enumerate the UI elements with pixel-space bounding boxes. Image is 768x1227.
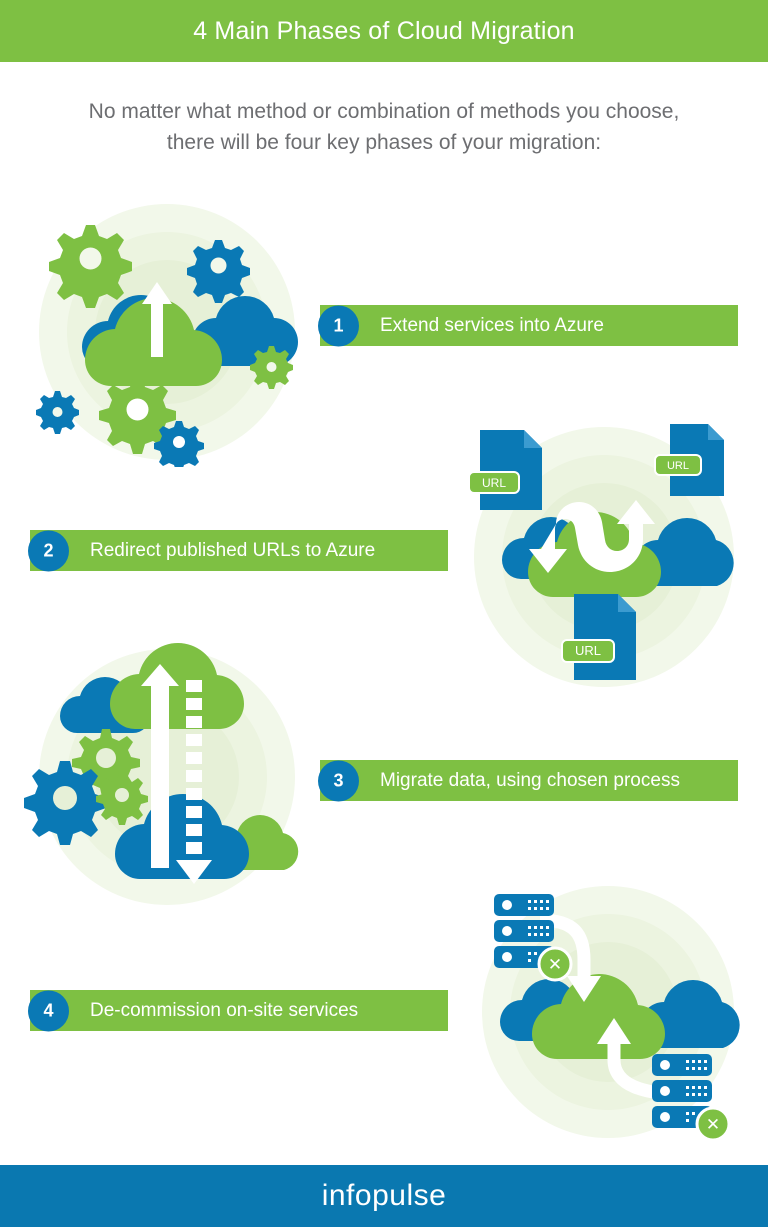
gear-icon-green-small-right (250, 346, 293, 389)
upload-arrow-icon (142, 282, 172, 357)
step-label-4: De-commission on-site services (90, 999, 359, 1021)
download-arrow-dashed-icon (176, 680, 212, 884)
intro-paragraph: No matter what method or combination of … (40, 96, 728, 158)
blue-cloud-bottom (115, 793, 250, 879)
infopulse-logo[interactable]: infopulse (321, 1179, 447, 1212)
intro-line-2: there will be four key phases of your mi… (166, 131, 602, 154)
illustration-cloud-redirect-urls: URL URL URL (468, 424, 734, 687)
arrow-up-head-icon (597, 1018, 631, 1044)
illustration-cloud-transfer-gears (24, 643, 299, 905)
step-number-badge-2: 2 (28, 530, 69, 571)
green-cloud-main (532, 974, 666, 1059)
gear-icon-green-large-top (49, 225, 132, 308)
header-band: 4 Main Phases of Cloud Migration (0, 0, 768, 62)
decommission-badge-top (537, 946, 573, 982)
step-number-badge-3: 3 (318, 760, 359, 801)
url-label-3: URL (575, 643, 601, 658)
step-number-badge-4: 4 (28, 990, 69, 1031)
gear-icon-blue-large (24, 761, 106, 845)
footer-band: infopulse (0, 1165, 768, 1227)
upload-arrow-solid-icon (141, 664, 179, 868)
server-rack-bottom: ✕ (652, 1054, 731, 1140)
url-label-2: URL (667, 460, 689, 472)
url-label-1: URL (482, 476, 506, 490)
step-label-1: Extend services into Azure (380, 314, 604, 336)
step-bar-1[interactable]: 1 Extend services into Azure (318, 305, 738, 346)
url-document-2: URL (654, 424, 724, 496)
decommission-badge-top-icon: ✕ (548, 955, 562, 974)
gear-icon-green-small (96, 773, 148, 825)
gear-icon-green-bottom (99, 377, 176, 454)
step-bar-3[interactable]: 3 Migrate data, using chosen process (318, 760, 738, 801)
url-document-1: URL (468, 430, 542, 510)
step-number-badge-1: 1 (318, 305, 359, 346)
step-label-2: Redirect published URLs to Azure (90, 539, 376, 561)
decommission-badge-bottom (695, 1106, 731, 1140)
gear-icon-blue-bottom-right (154, 421, 204, 467)
intro-line-1: No matter what method or combination of … (88, 100, 680, 123)
server-rack-top: ✕ (494, 894, 573, 982)
page-title: 4 Main Phases of Cloud Migration (193, 16, 575, 45)
gear-icon-blue-top-right (187, 240, 250, 303)
arrow-down-head-icon (567, 976, 601, 1002)
step-bar-2[interactable]: 2 Redirect published URLs to Azure (28, 530, 448, 571)
illustration-cloud-upload-gears (36, 204, 298, 467)
step-label-3: Migrate data, using chosen process (380, 769, 680, 791)
illustration-cloud-decommission-servers: ✕ (482, 886, 740, 1140)
gear-icon-blue-small-left (36, 391, 79, 434)
url-document-3: URL (561, 594, 636, 680)
step-bar-4[interactable]: 4 De-commission on-site services (28, 990, 448, 1031)
decommission-badge-bottom-icon: ✕ (706, 1115, 720, 1134)
redirect-arrow-icon (529, 500, 655, 573)
